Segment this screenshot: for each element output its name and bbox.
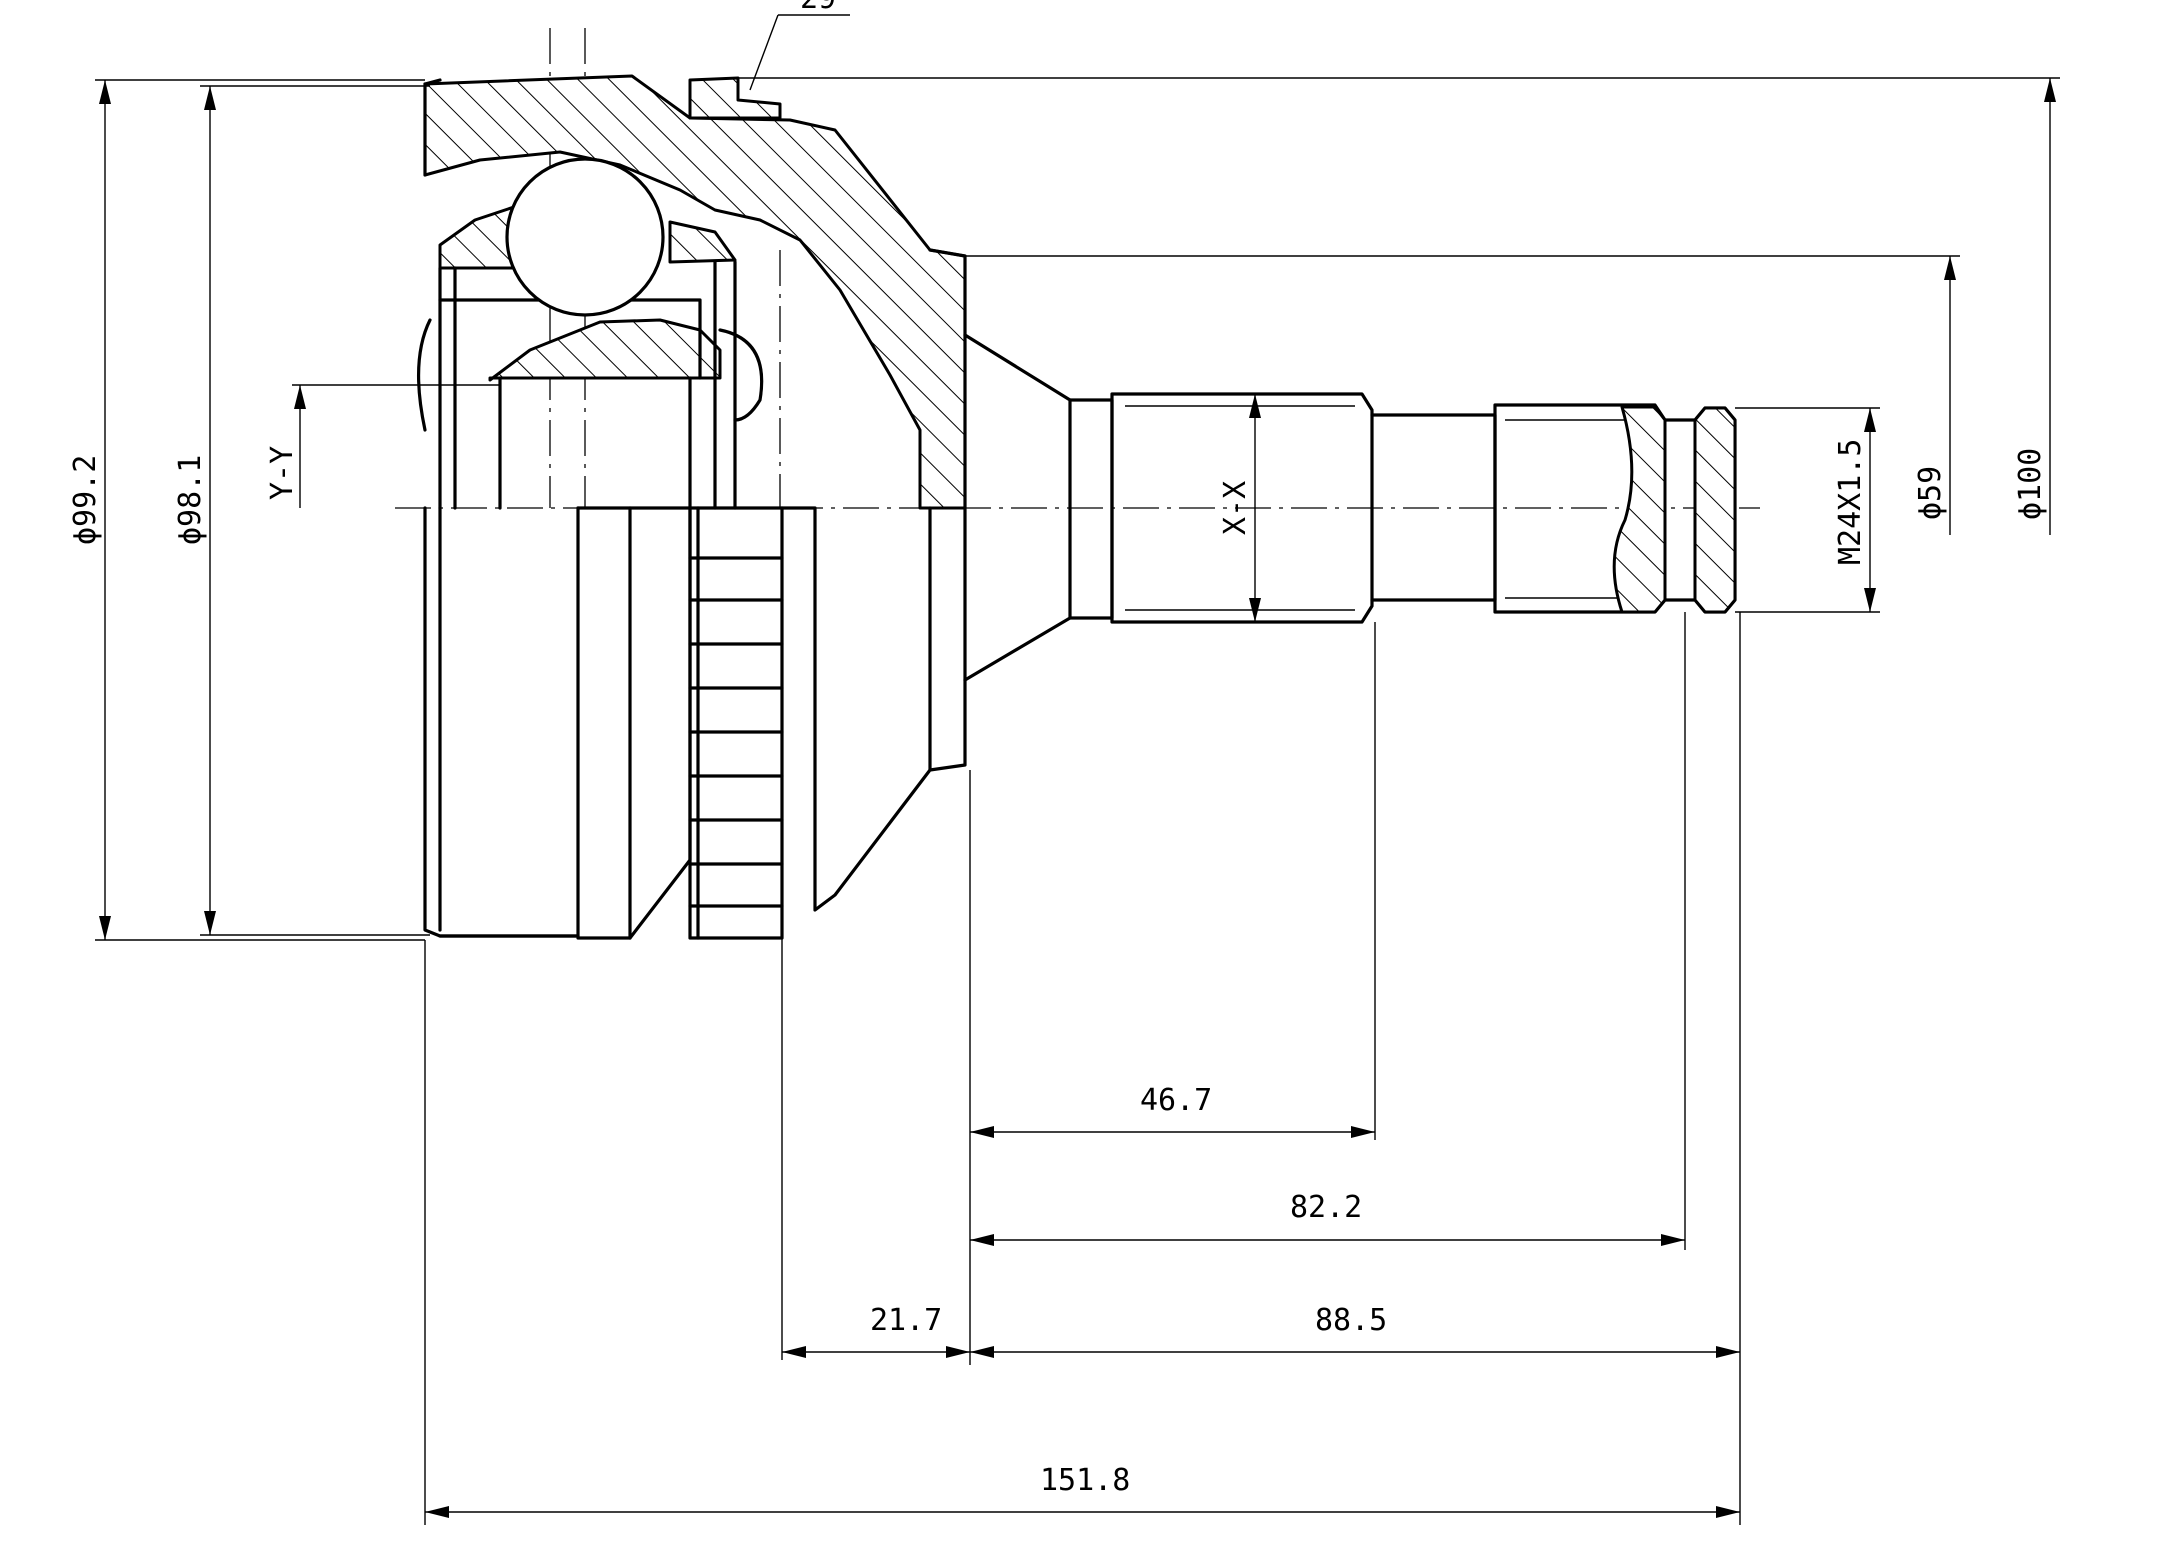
tone-ring-top [688, 76, 782, 120]
dim-dia-99-2: ϕ99.2 [68, 455, 103, 545]
section-label-yy: Y-Y [265, 446, 300, 500]
section-label-xx: X-X [1218, 481, 1253, 535]
outer-bell-housing [423, 74, 967, 510]
outer-housing-lower [423, 506, 967, 940]
thread-label: M24X1.5 [1833, 439, 1868, 565]
dim-dia-100: ϕ100 [2013, 448, 2048, 520]
dimension-labels: 29° ϕ99.2 ϕ98.1 Y-Y X-X M24X1.5 ϕ59 ϕ100… [68, 0, 2048, 1498]
dimension-lines [95, 14, 2060, 1525]
stub-shaft [963, 333, 1737, 682]
dimension-arrows [99, 78, 2056, 1518]
ball-bearing [505, 157, 665, 317]
dim-dia-59: ϕ59 [1913, 466, 1948, 520]
dim-dia-98-1: ϕ98.1 [173, 455, 208, 545]
dim-21-7: 21.7 [870, 1303, 942, 1338]
angle-label: 29° [800, 0, 854, 16]
dim-151-8: 151.8 [1040, 1463, 1130, 1498]
dim-82-2: 82.2 [1290, 1190, 1362, 1225]
dim-88-5: 88.5 [1315, 1303, 1387, 1338]
inner-race-section [416, 203, 764, 510]
dim-46-7: 46.7 [1140, 1083, 1212, 1118]
